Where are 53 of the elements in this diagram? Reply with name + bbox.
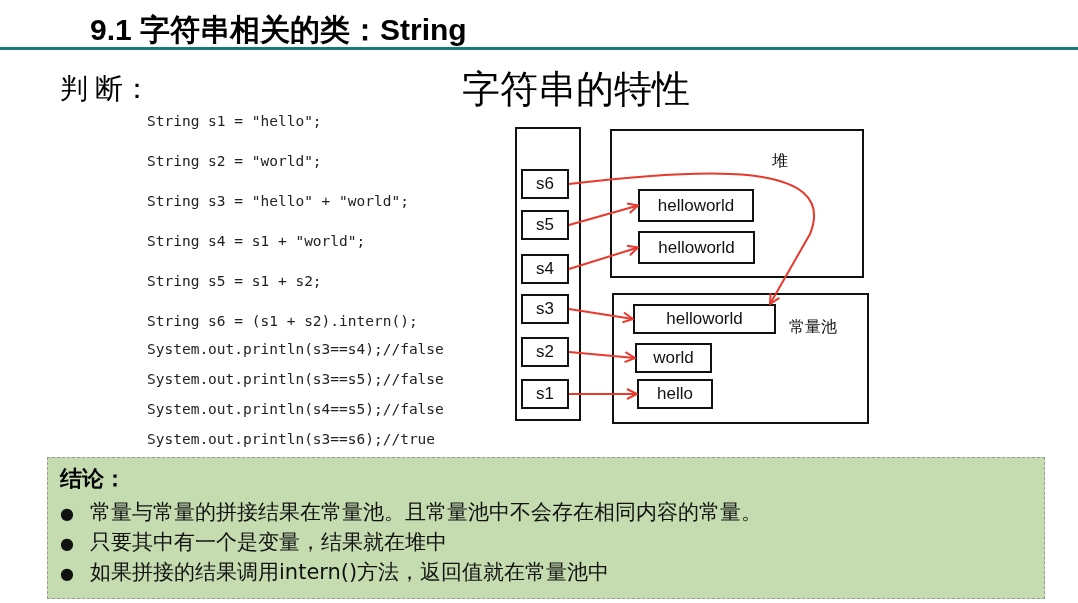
code-line: String s1 = "hello"; (147, 113, 322, 129)
bullet-mark: ● (60, 563, 75, 585)
arrow (568, 308, 634, 324)
variable-box (521, 294, 569, 324)
area-label: 常量池 (789, 317, 837, 338)
node-label: helloworld (665, 309, 744, 329)
node-label: s5 (535, 215, 555, 235)
node-label: helloworld (657, 237, 736, 258)
arrow (568, 202, 639, 226)
node-label: s6 (535, 174, 555, 194)
bullet-text: 常量与常量的拼接结果在常量池。且常量池中不会存在相同内容的常量。 (90, 499, 762, 526)
arrow (568, 172, 816, 305)
section-heading: 判 断： (60, 72, 151, 106)
node-label: s2 (535, 342, 555, 362)
memory-area-box (612, 293, 869, 424)
diagram-heading: 字符串的特性 (462, 67, 690, 112)
code-line: String s6 = (s1 + s2).intern(); (147, 313, 418, 329)
code-line: System.out.println(s3==s4);//false (147, 341, 444, 357)
code-line: String s2 = "world"; (147, 153, 322, 169)
node-label: s1 (535, 384, 555, 404)
code-line: System.out.println(s3==s5);//false (147, 371, 444, 387)
node-label: hello (656, 384, 694, 404)
string-object-box (635, 343, 712, 373)
area-label: 堆 (772, 151, 788, 172)
string-object-box (633, 304, 776, 334)
code-line: String s3 = "hello" + "world"; (147, 193, 409, 209)
node-label: s3 (535, 299, 555, 319)
variable-box (521, 337, 569, 367)
string-object-box (638, 189, 754, 222)
node-label: s4 (535, 259, 555, 279)
variable-box (521, 379, 569, 409)
memory-area-box (610, 129, 864, 278)
node-label: world (652, 348, 695, 368)
code-line: String s4 = s1 + "world"; (147, 233, 366, 249)
string-object-box (638, 231, 755, 264)
arrow (568, 351, 636, 364)
code-line: System.out.println(s3==s6);//true (147, 431, 436, 447)
bullet-mark: ● (60, 533, 75, 555)
string-object-box (637, 379, 713, 409)
variable-box (521, 254, 569, 284)
variable-box (521, 169, 569, 199)
code-line: String s5 = s1 + s2; (147, 273, 322, 289)
node-label: helloworld (656, 195, 736, 216)
bullet-mark: ● (60, 503, 75, 525)
variable-box (521, 210, 569, 240)
conclusion-heading: 结论： (60, 465, 126, 493)
bullet-text: 只要其中有一个是变量，结果就在堆中 (90, 529, 447, 556)
slide-title: 9.1 字符串相关的类：String (90, 12, 467, 48)
arrow (568, 244, 639, 270)
arrow (568, 388, 638, 400)
code-line: System.out.println(s4==s5);//false (147, 401, 444, 417)
stack-frame-box (515, 127, 581, 421)
bullet-text: 如果拼接的结果调用intern()方法，返回值就在常量池中 (90, 559, 610, 586)
